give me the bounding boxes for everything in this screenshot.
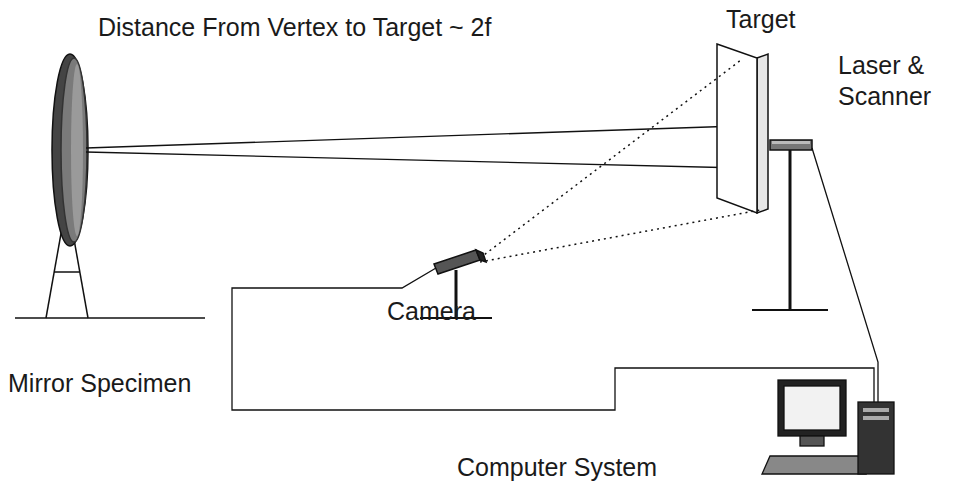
view-line xyxy=(480,60,741,258)
light-ray xyxy=(86,126,738,148)
laser-base xyxy=(752,309,828,311)
stand-leg xyxy=(46,228,62,318)
part-name: Camera xyxy=(387,296,476,327)
mirror-rim xyxy=(52,54,88,246)
floor-line xyxy=(15,317,205,319)
target-edge xyxy=(757,54,768,213)
light-ray xyxy=(86,152,742,168)
tower xyxy=(858,402,894,474)
target-panel xyxy=(717,44,768,213)
part-name: Target xyxy=(726,4,795,35)
monitor xyxy=(778,380,846,436)
view-line xyxy=(480,210,760,262)
laser-post xyxy=(789,150,792,310)
laser-wire xyxy=(812,148,878,402)
laser-box-top xyxy=(772,141,810,144)
laser-box xyxy=(770,140,812,150)
camera-lens xyxy=(476,250,486,262)
monitor-screen xyxy=(784,386,840,430)
mirror-face xyxy=(61,58,87,242)
drive-bay xyxy=(863,408,889,412)
monitor-stand xyxy=(800,436,824,446)
keyboard xyxy=(762,456,866,474)
drive-bay xyxy=(863,416,889,420)
mirror-shine xyxy=(71,64,83,236)
camera-body xyxy=(434,250,480,274)
stand-brace xyxy=(54,271,80,273)
target-face xyxy=(717,44,757,213)
camera xyxy=(420,60,760,318)
distance-note: Distance From Vertex to Target ~ 2f xyxy=(98,12,491,43)
part-name: Mirror Specimen xyxy=(8,368,191,399)
part-name: Computer System xyxy=(457,452,657,483)
computer xyxy=(762,380,894,474)
part-name: Laser & Scanner xyxy=(838,50,956,113)
laser-scanner xyxy=(752,140,828,310)
mirror-specimen xyxy=(15,54,205,318)
